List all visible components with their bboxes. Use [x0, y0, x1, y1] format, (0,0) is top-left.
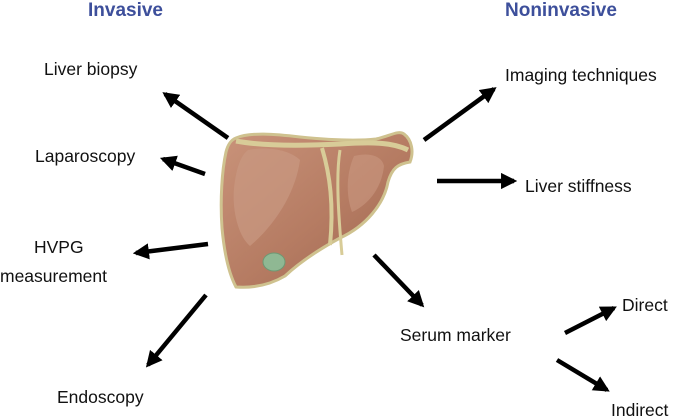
label-imaging-techniques: Imaging techniques: [505, 65, 657, 85]
liver-illustration-icon: [219, 131, 414, 289]
arrow-icon: [159, 155, 206, 177]
label-laparoscopy: Laparoscopy: [35, 146, 135, 166]
noninvasive-header: Noninvasive: [505, 0, 617, 21]
arrow-icon: [555, 358, 610, 392]
label-liver-stiffness: Liver stiffness: [525, 176, 632, 196]
arrow-icon: [132, 241, 209, 260]
label-liver-biopsy: Liver biopsy: [44, 59, 138, 79]
arrow-icon: [145, 293, 208, 368]
label-hvpg-measurement: measurement: [0, 266, 107, 286]
arrow-icon: [162, 92, 230, 140]
arrow-icon: [372, 253, 425, 308]
label-hvpg: HVPG: [34, 237, 84, 257]
label-indirect: Indirect: [611, 400, 669, 418]
arrow-icon: [563, 305, 617, 336]
arrow-icon: [422, 87, 497, 142]
label-endoscopy: Endoscopy: [57, 387, 144, 407]
label-direct: Direct: [622, 295, 668, 315]
invasive-header: Invasive: [88, 0, 163, 21]
label-serum-marker: Serum marker: [400, 325, 511, 345]
